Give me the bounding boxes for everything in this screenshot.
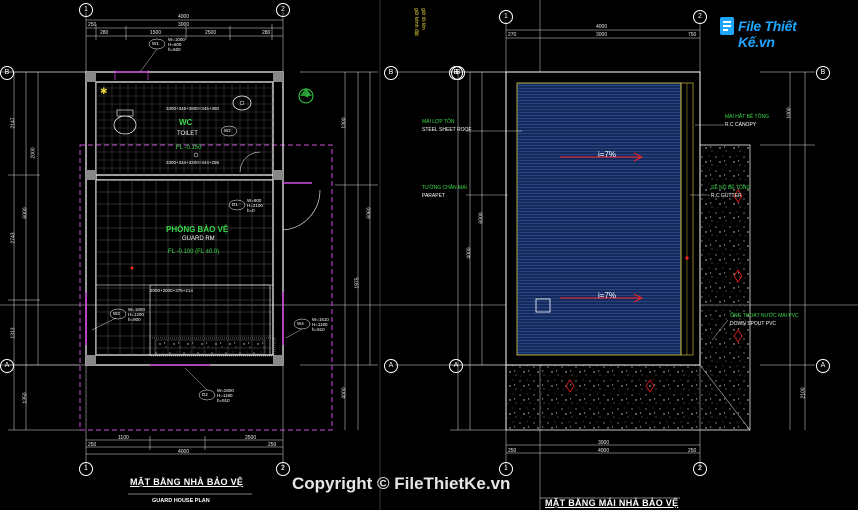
dim-top-total: 4000 bbox=[178, 14, 190, 20]
roof-dim-top-750: 750 bbox=[688, 32, 697, 38]
roof-dim-top-3000: 3000 bbox=[596, 32, 608, 38]
label-gutter-en: R.C GUTTER bbox=[711, 193, 742, 199]
dim-top-2500: 2500 bbox=[205, 30, 217, 36]
dim-left-1313: 1313 bbox=[10, 327, 17, 339]
grid-bubble-a-mid: A bbox=[384, 359, 398, 373]
roof-dim-bottom-3000: 3000 bbox=[598, 440, 610, 446]
room-name-wc: WC bbox=[179, 118, 193, 127]
window-tag-w4: W4 bbox=[297, 321, 304, 326]
svg-text:✱: ✱ bbox=[100, 87, 108, 97]
grid-bubble-b-plan-top: B bbox=[451, 66, 465, 80]
dim-right-1975: 1975 bbox=[354, 277, 361, 289]
dim-bottom-2500: 2500 bbox=[245, 435, 257, 441]
grid-bubble-1-top-right: 1 bbox=[499, 10, 513, 24]
room-level-guard: FL -0.100 (FL ±0.0) bbox=[168, 249, 220, 255]
small-dim-1: 3300+345+3800+345+360 bbox=[166, 106, 220, 111]
dim-left-2000: 2000 bbox=[30, 147, 37, 159]
label-parapet-vi: TƯỜNG CHẮN MÁI bbox=[422, 185, 467, 191]
grid-bubble-2-bottom-right: 2 bbox=[693, 462, 707, 476]
grid-bubble-1-bottom-left: 1 bbox=[79, 462, 93, 476]
left-plan-title: MẶT BẰNG NHÀ BẢO VỆ bbox=[130, 477, 244, 487]
roof-dim-top-4000: 4000 bbox=[596, 24, 608, 30]
grid-bubble-1-top-left: 1 bbox=[79, 3, 93, 17]
label-downspout-vi: ỐNG THOÁT NƯỚC MÁI PVC bbox=[730, 313, 799, 319]
grid-bubble-a-far-right: A bbox=[816, 359, 830, 373]
dim-bottom-250a: 250 bbox=[88, 442, 97, 448]
dim-top-250: 250 bbox=[88, 22, 97, 28]
roof-slope-lower: i=7% bbox=[598, 291, 617, 300]
label-downspout-en: DOWN SPOUT PVC bbox=[730, 321, 777, 327]
dim-left-2743: 2743 bbox=[10, 232, 17, 244]
door-tag-d1: D1 bbox=[232, 202, 238, 207]
left-plan-subtitle: GUARD HOUSE PLAN bbox=[152, 498, 210, 504]
label-canopy-vi: MÁI HẮT BÊ TÔNG bbox=[725, 114, 769, 120]
grid-bubble-a-left: A bbox=[0, 359, 14, 373]
window-tag-w1: W1 bbox=[152, 41, 159, 46]
dim-left-2147: 2147 bbox=[10, 117, 17, 129]
label-parapet-en: PARAPET bbox=[422, 193, 445, 199]
grid-bubble-2-bottom-left: 2 bbox=[276, 462, 290, 476]
dim-bottom-250b: 250 bbox=[268, 442, 277, 448]
copyright-watermark: Copyright © FileThietKe.vn bbox=[292, 474, 511, 493]
small-dim-3: 2000+2000+375+214 bbox=[150, 288, 193, 293]
grid-bubble-2-top-left: 2 bbox=[276, 3, 290, 17]
dim-right-4000: 4000 bbox=[341, 387, 348, 399]
grid-bubble-b-far-right: B bbox=[816, 66, 830, 80]
room-name-toilet: TOILET bbox=[177, 131, 198, 137]
grid-bubble-b-left: B bbox=[0, 66, 14, 80]
logo-text: File Thiết Kế.vn bbox=[738, 18, 797, 50]
dim-top-3000: 3000 bbox=[178, 22, 190, 28]
logo-mark-icon bbox=[720, 17, 734, 35]
roof-dim-bottom-4000: 4000 bbox=[598, 448, 610, 454]
label-gutter-vi: SÊ NÔ BÊ TÔNG bbox=[711, 185, 751, 191]
roof-dim-side-6000: 6000 bbox=[478, 212, 485, 224]
window-tag-w2: W2 bbox=[224, 128, 231, 133]
roof-dim-top-270: 270 bbox=[508, 32, 517, 38]
right-plan-title: MẶT BẰNG MÁI NHÀ BẢO VỆ bbox=[545, 498, 679, 508]
dim-right-6060: 6060 bbox=[366, 207, 373, 219]
site-logo: File Thiết Kế.vn bbox=[720, 14, 828, 50]
label-steel-roof-en: STEEL SHEET ROOF bbox=[422, 127, 472, 133]
marker-4: 4 bbox=[305, 94, 309, 100]
grid-bubble-1-bottom-right: 1 bbox=[499, 462, 513, 476]
dim-bottom-4000: 4000 bbox=[178, 449, 190, 455]
small-dim-2: 3300+344+3200+344+256 bbox=[166, 160, 220, 165]
roof-dim-side-4000: 4000 bbox=[466, 247, 473, 259]
grid-bubble-2-top-right: 2 bbox=[693, 10, 707, 24]
vertical-note: giữ lối lên giữ kênh đặt bbox=[413, 8, 426, 36]
dim-right-1300: 1300 bbox=[341, 117, 348, 129]
roof-dim-side-2100: 2100 bbox=[800, 387, 807, 399]
dim-bottom-1100: 1100 bbox=[118, 435, 129, 441]
roof-dim-bottom-250a: 250 bbox=[508, 448, 517, 454]
grid-bubble-a-right-inner: A bbox=[449, 359, 463, 373]
dim-top-280b: 280 bbox=[262, 30, 271, 36]
label-steel-roof-vi: MÁI LỢP TÔN bbox=[422, 119, 455, 125]
window-tag-w3: W3 bbox=[113, 311, 120, 316]
dim-left-6000: 6000 bbox=[22, 207, 29, 219]
dim-left-1350: 1350 bbox=[22, 392, 29, 404]
room-level-toilet: FL -0.150 bbox=[176, 145, 202, 151]
label-canopy-en: R.C CANOPY bbox=[725, 122, 757, 128]
roof-dim-side-1000: 1000 bbox=[786, 107, 793, 119]
dim-top-280a: 280 bbox=[100, 30, 109, 36]
dim-top-1500: 1500 bbox=[150, 30, 162, 36]
room-name-guard: PHÒNG BẢO VỆ bbox=[166, 225, 229, 234]
grid-bubble-b-mid: B bbox=[384, 66, 398, 80]
door-tag-d2: D2 bbox=[202, 392, 208, 397]
roof-slope-upper: i=7% bbox=[598, 150, 617, 159]
roof-dim-bottom-250b: 250 bbox=[688, 448, 697, 454]
room-name-guard-en: GUARD RM bbox=[182, 236, 215, 242]
